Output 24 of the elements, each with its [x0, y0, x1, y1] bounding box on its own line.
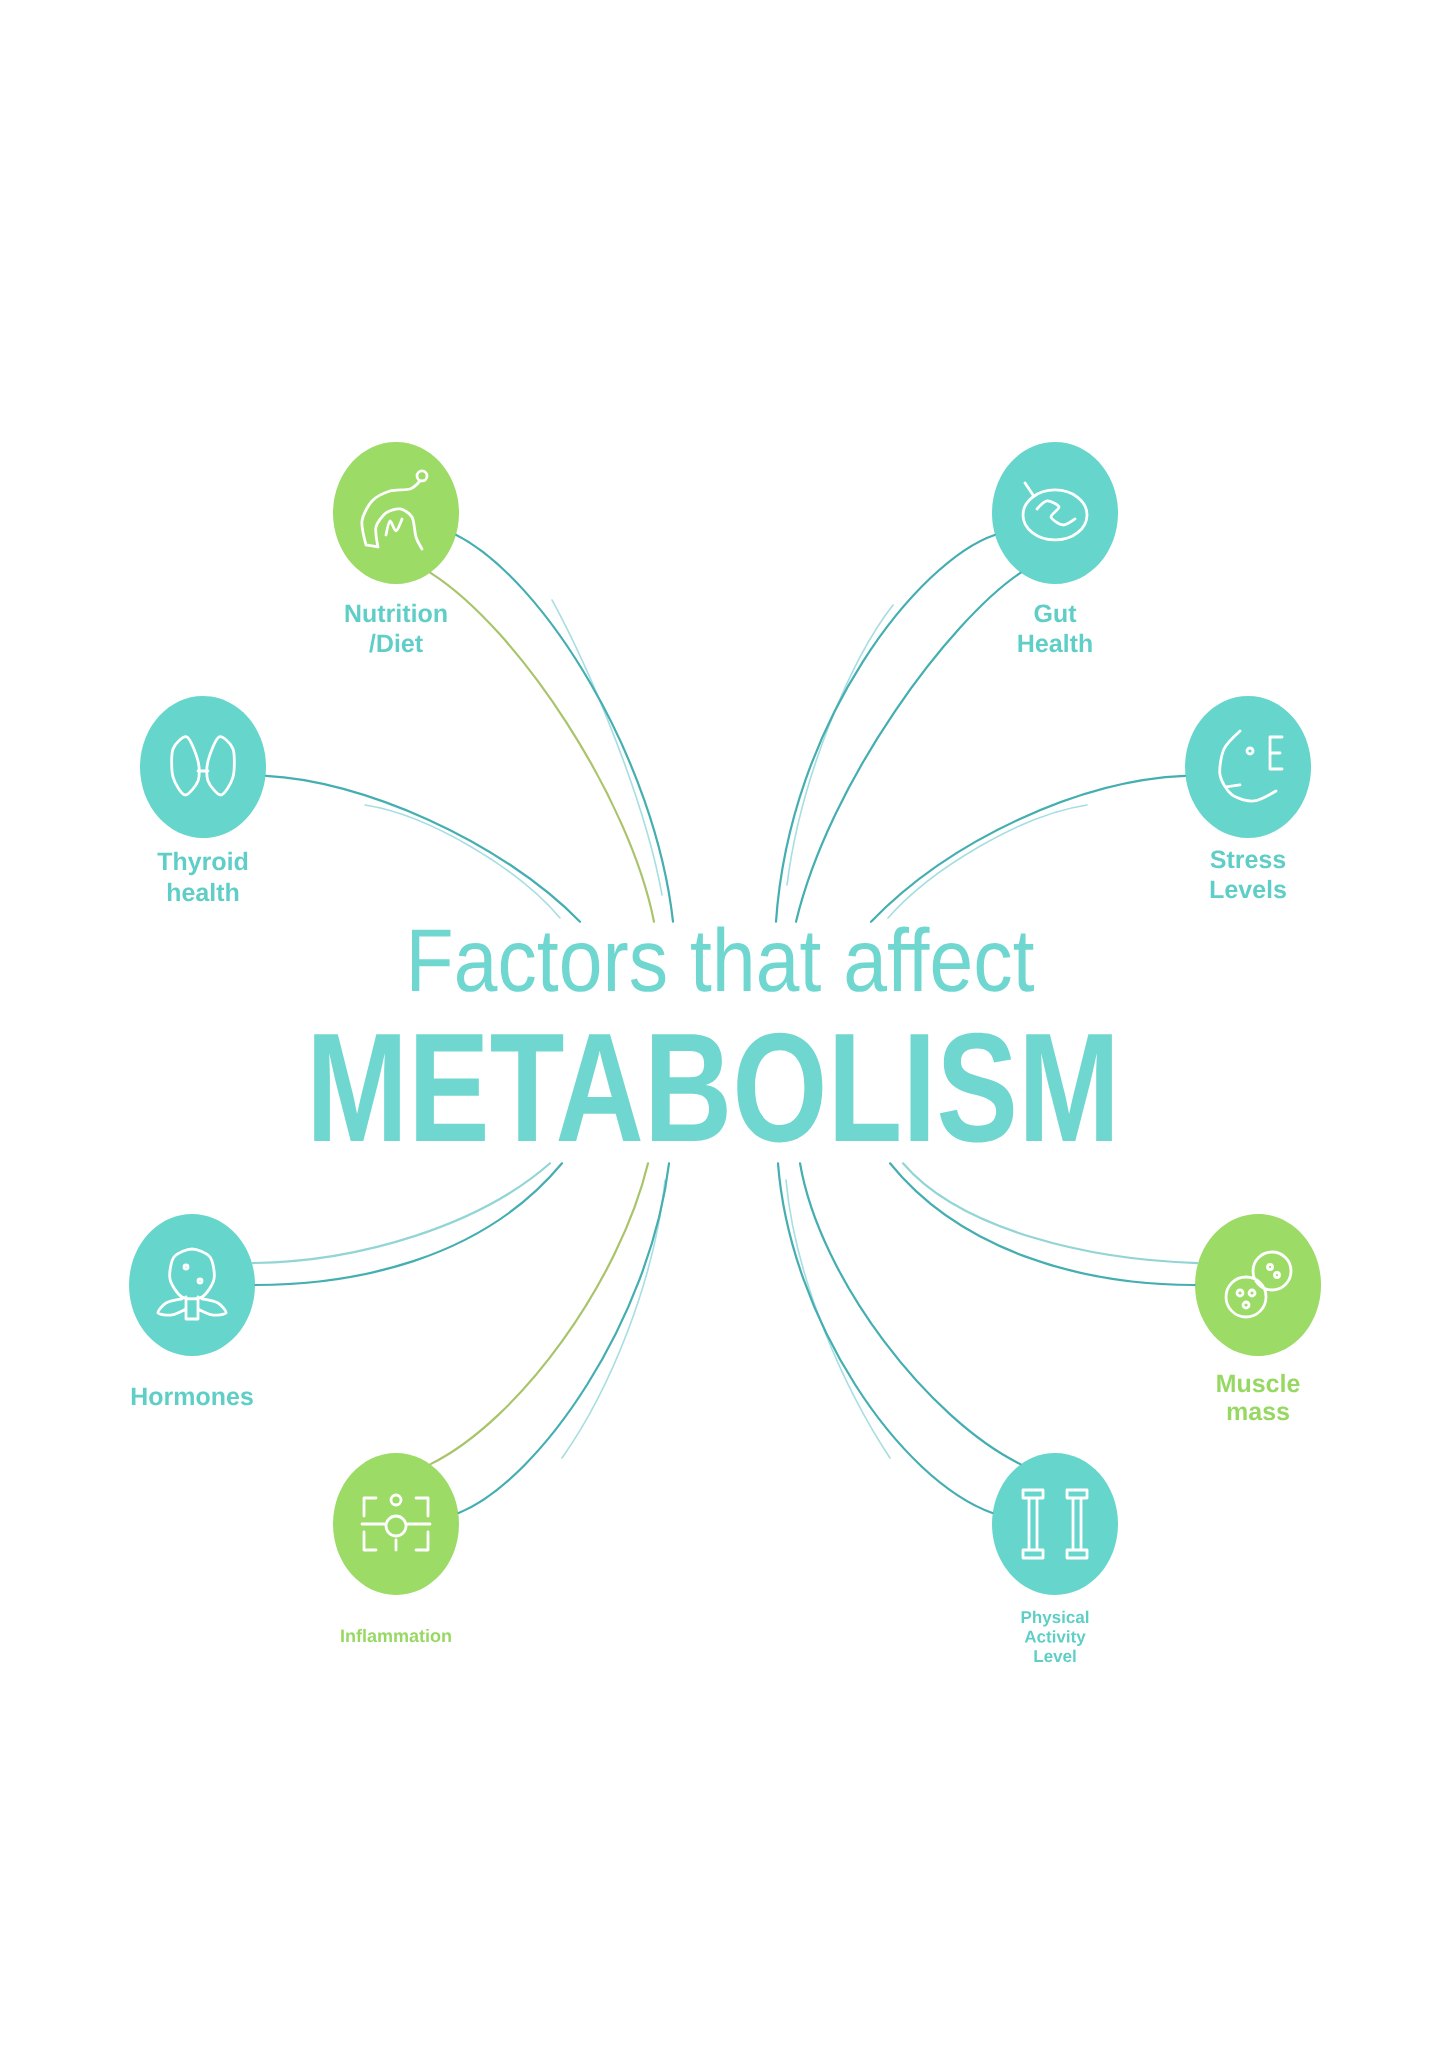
node-label: Muscle mass — [1217, 1373, 1300, 1421]
curved-connector — [798, 1162, 1022, 1466]
node-label: Thyroid health — [157, 851, 248, 902]
curved-connector — [457, 1162, 671, 1515]
curved-connector — [264, 774, 582, 923]
curved-connector — [429, 1162, 650, 1466]
node-label: Stress Levels — [1210, 850, 1286, 899]
curved-connector — [901, 1162, 1199, 1265]
node-label: Physical Activity Level — [1021, 1610, 1089, 1663]
curved-connector — [251, 1162, 552, 1265]
node-label: Hormones — [131, 1387, 253, 1406]
curved-connector — [794, 571, 1022, 923]
node-label: Gut Health — [1018, 604, 1092, 653]
node-label: Nutrition /Diet — [345, 603, 447, 653]
curved-connector — [254, 1162, 564, 1287]
curved-connector — [776, 1162, 994, 1515]
curved-connector — [869, 774, 1187, 923]
node-label: Inflammation — [341, 1628, 451, 1643]
curved-connector — [429, 571, 656, 923]
curved-connector — [888, 1162, 1196, 1287]
heading: METABOLISM — [314, 1032, 1112, 1143]
curved-connector — [455, 533, 675, 923]
curved-connector — [774, 533, 996, 923]
subheading: Factors that affect — [412, 926, 1034, 992]
